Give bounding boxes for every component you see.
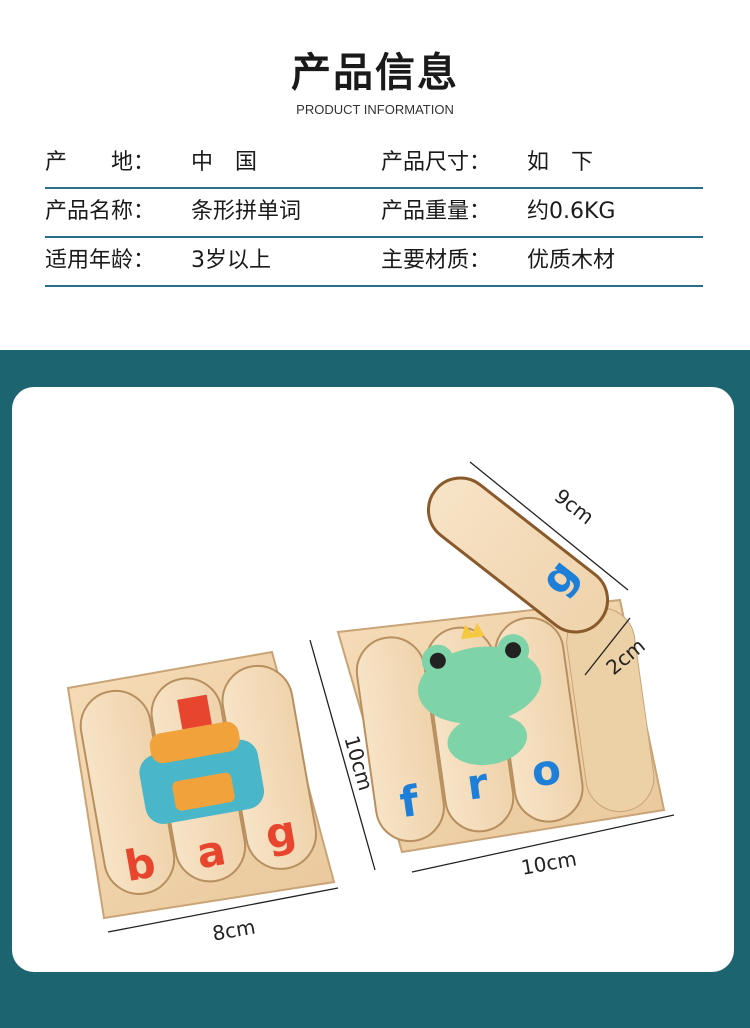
page-title: 产品信息	[291, 50, 459, 96]
right-puzzle-board: f r o g	[336, 476, 666, 854]
stick-length-line	[469, 461, 629, 591]
weight-label: 产品重量：	[381, 199, 492, 224]
info-row: 产 地： 中 国 产品尺寸： 如 下	[45, 140, 703, 189]
origin-value: 中 国	[191, 150, 258, 175]
letter-o: o	[528, 744, 563, 797]
material-value: 优质木材	[527, 248, 616, 273]
size-value: 如 下	[527, 150, 594, 175]
material-label: 主要材质：	[381, 248, 492, 273]
page-subtitle: PRODUCT INFORMATION	[296, 102, 454, 117]
size-label: 产品尺寸：	[381, 150, 492, 175]
name-value: 条形拼单词	[191, 199, 302, 224]
info-row: 产品名称： 条形拼单词 产品重量： 约0.6KG	[45, 189, 703, 238]
dimension-lines	[107, 461, 675, 933]
left-width-label: 8cm	[210, 915, 257, 946]
left-puzzle-board: b a g	[66, 650, 336, 920]
info-row: 适用年龄： 3岁以上 主要材质： 优质木材	[45, 238, 703, 287]
width-dimension-line-left	[107, 887, 339, 933]
right-width-label: 10cm	[519, 846, 578, 879]
weight-value: 约0.6KG	[527, 199, 616, 224]
origin-label: 产 地：	[45, 150, 156, 175]
backpack-illustration	[139, 694, 265, 824]
product-info-table: 产 地：中 国 产品尺寸：如 下 产品名称：条形拼单词 产品重量：约0.6KG …	[45, 140, 703, 287]
name-label: 产品名称：	[45, 199, 156, 224]
stick-width-line	[584, 617, 631, 676]
loose-stick: g	[426, 476, 610, 634]
frog-illustration	[418, 622, 542, 766]
age-value: 3岁以上	[191, 248, 271, 273]
width-dimension-line-right	[411, 814, 675, 873]
height-dimension-line	[309, 639, 376, 871]
age-label: 适用年龄：	[45, 248, 156, 273]
stick-length-label: 9cm	[550, 484, 599, 530]
